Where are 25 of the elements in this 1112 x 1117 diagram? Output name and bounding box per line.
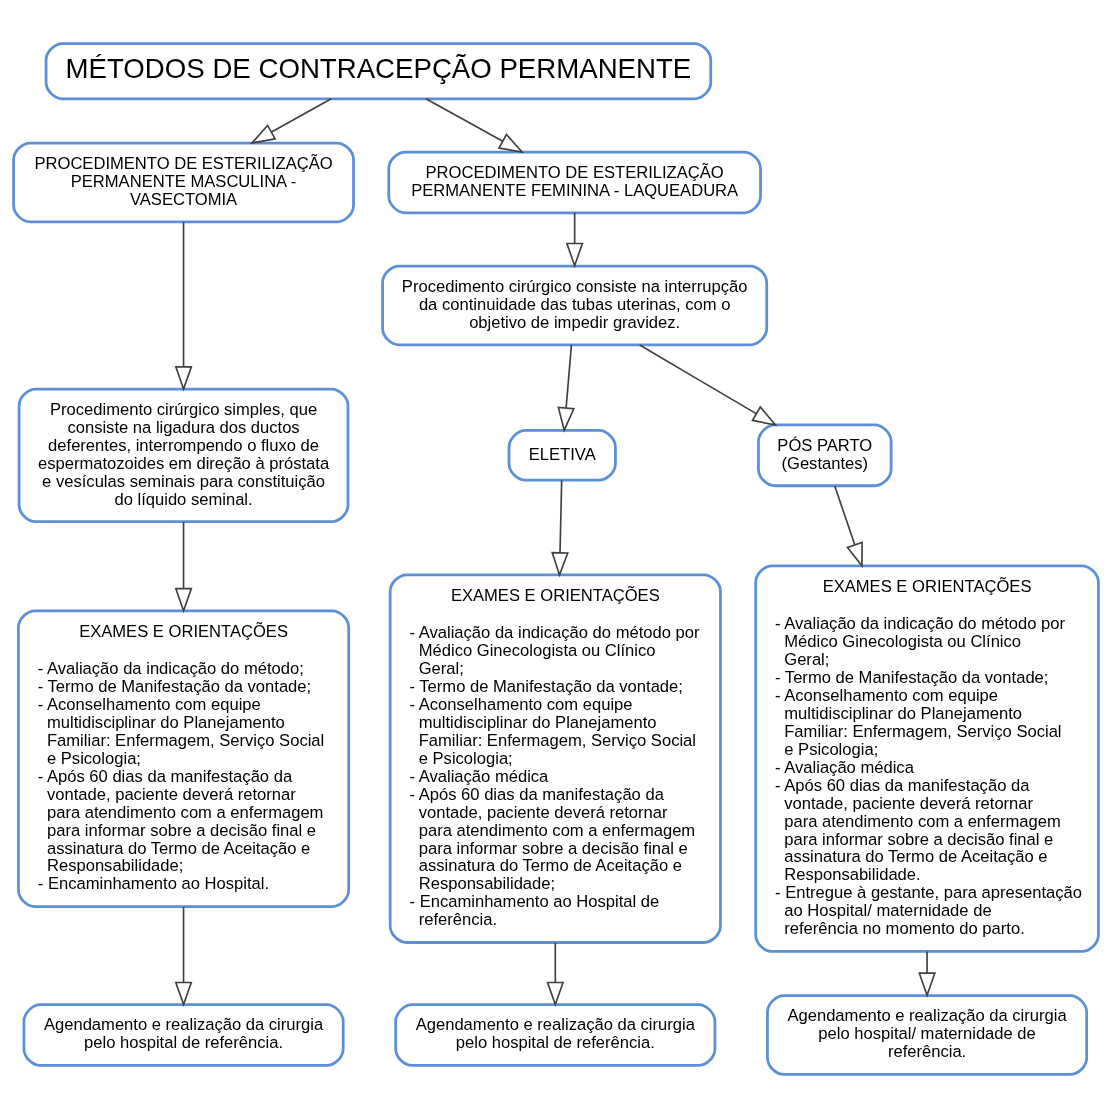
node-box: Procedimento cirúrgico consiste na interrupção da continuidade das tubas uterinas, com o objetivo de impedir gravidez. (381, 264, 769, 346)
arrow (833, 484, 863, 568)
arrow (425, 97, 525, 153)
arrow (249, 97, 333, 144)
arrow (174, 905, 193, 1007)
node-box: EXAMES E ORIENTAÇÕES - Avaliação da indicação do método; - Termo de Manifestação da vontade; - Aconselhamento com equipe multidisciplinar do Planejamento Familiar: Enfermagem, Serviço Social e Psicologia; - Após 60 dias da manifestação da vontade, paciente deverá retornar para atendimento com a enfermagem para informar sobre a decisão final e assinatura do Termo de Aceitação e Responsabilidade; - Encaminhamento ao Hospital. (17, 608, 351, 908)
arrow (551, 479, 569, 577)
node-box: PROCEDIMENTO DE ESTERILIZAÇÃO PERMANENTE FEMININA - LAQUEADURA (387, 150, 762, 214)
arrow (565, 211, 584, 268)
node-box: EXAMES E ORIENTAÇÕES - Avaliação da indicação do método por Médico Ginecologista ou Clínico Geral; - Termo de Manifestação da vontade; - Aconselhamento com equipe multidisciplinar do Planejamento Familiar: Enfermagem, Serviço Social e Psicologia; - Avaliação médica - Após 60 dias da manifestação da vontade, paciente deverá retornar para atendimento com a enfermagem para informar sobre a decisão final e assinatura do Termo de Aceitação e Responsabilidade. - Entregue à gestante, para apresentação ao Hospital/ maternidade de referência no momento do parto. (754, 564, 1100, 953)
node-box: EXAMES E ORIENTAÇÕES - Avaliação da indicação do método por Médico Ginecologista ou Clínico Geral; - Termo de Manifestação da vontade; - Aconselhamento com equipe multidisciplinar do Planejamento Familiar: Enfermagem, Serviço Social e Psicologia; - Avaliação médica - Após 60 dias da manifestação da vontade, paciente deverá retornar para atendimento com a enfermagem para informar sobre a decisão final e assinatura do Termo de Aceitação e Responsabilidade; - Encaminhamento ao Hospital de referência. (388, 573, 722, 944)
arrow (638, 343, 778, 426)
node-box: ELETIVA (507, 428, 617, 482)
node-box: Agendamento e realização da cirurgia pelo hospital/ maternidade de referência. (766, 993, 1089, 1076)
arrow (557, 343, 576, 433)
node-box: MÉTODOS DE CONTRACEPÇÃO PERMANENTE (44, 41, 713, 100)
node-box: Agendamento e realização da cirurgia pelo hospital de referência. (394, 1002, 717, 1067)
arrow (174, 220, 193, 391)
node-box: PÓS PARTO (Gestantes) (757, 423, 893, 487)
node-box: Procedimento cirúrgico simples, que consiste na ligadura dos ductos deferentes, interrompendo o fluxo de espermatozoides em direção à próstata e vesículas seminais para constituição do líquido seminal. (17, 387, 350, 523)
arrow (918, 950, 936, 998)
arrow (546, 941, 565, 1007)
node-box: PROCEDIMENTO DE ESTERILIZAÇÃO PERMANENTE MASCULINA - VASECTOMIA (12, 141, 355, 223)
arrow (174, 520, 193, 613)
node-box: Agendamento e realização da cirurgia pelo hospital de referência. (22, 1002, 345, 1067)
